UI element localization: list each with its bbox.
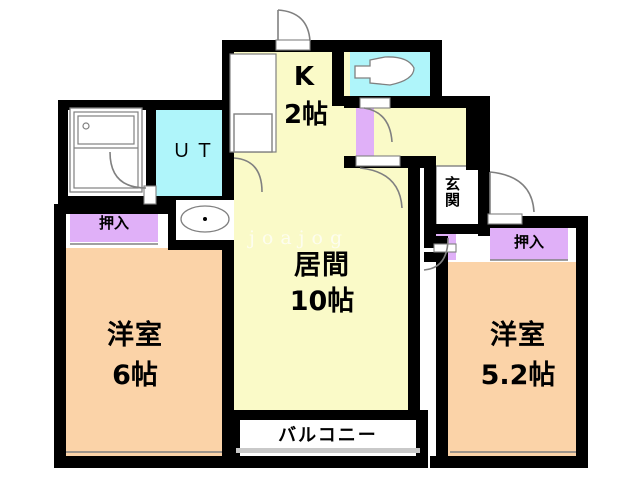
toilet-icon	[354, 56, 415, 86]
entrance-door-arc	[489, 171, 535, 213]
hall-door-arc	[359, 167, 403, 209]
unit-bath-fill	[156, 103, 234, 198]
bath-door-arc	[109, 151, 147, 189]
bedroom-right-door-arc	[423, 237, 449, 271]
bedroom-left-fill	[66, 248, 234, 460]
ut-door-arc	[233, 157, 263, 193]
door-frames	[143, 39, 523, 253]
bedroom-right-fill	[448, 262, 588, 460]
closet-right-fill	[490, 228, 568, 260]
bathtub-icon	[69, 107, 143, 193]
fixtures	[69, 39, 523, 253]
toilet-door-arc	[363, 107, 393, 143]
balcony-rail	[236, 448, 420, 453]
washbasin-icon	[176, 200, 234, 240]
door-swings	[109, 9, 535, 271]
kitchen-counter-icon	[229, 53, 277, 153]
hall-fill-2	[356, 106, 478, 164]
closet-hall-fill	[356, 108, 374, 158]
